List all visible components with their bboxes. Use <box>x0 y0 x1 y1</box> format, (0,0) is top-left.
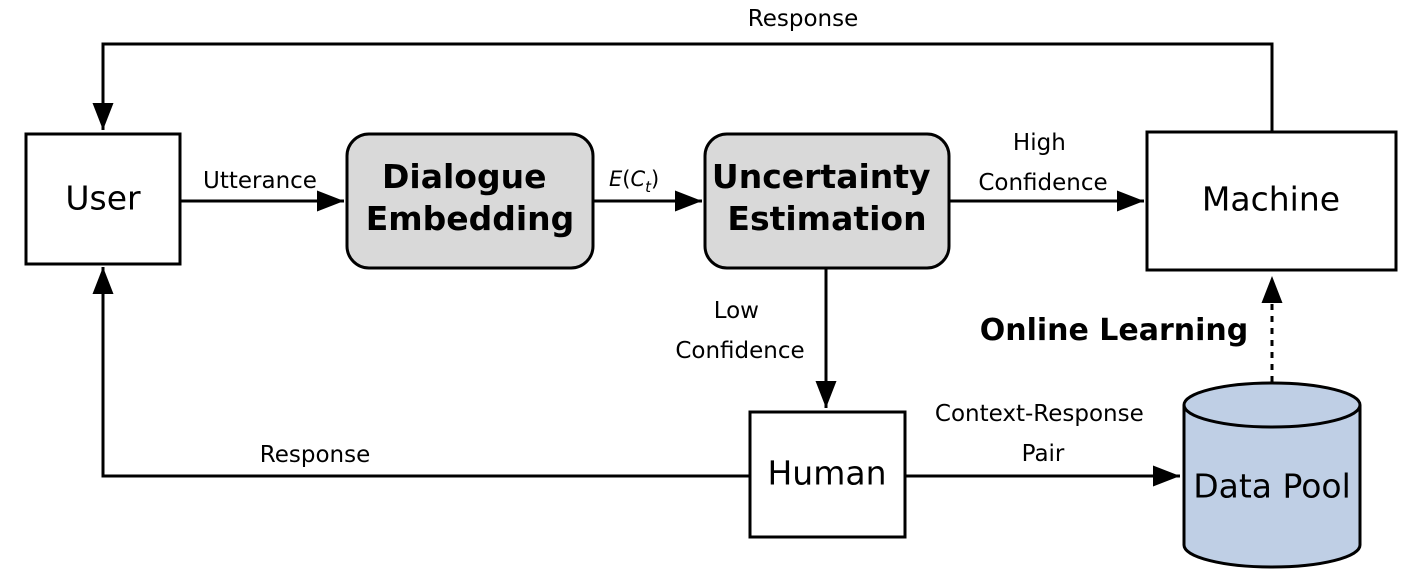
uncertainty-estimation-label: Uncertainty Estimation <box>712 157 942 238</box>
dialogue-embedding-box <box>345 132 595 270</box>
dialogue-embedding-label: Dialogue Embedding <box>366 157 575 238</box>
response-top-label: Response <box>748 6 858 32</box>
response-top-arrow <box>92 42 1274 132</box>
data-pool-label: Data Pool <box>1193 467 1351 506</box>
uncertainty-estimation-box <box>703 132 951 270</box>
low-confidence-label: Low Confidence <box>675 298 804 364</box>
context-response-label: Context-Response Pair <box>935 401 1151 467</box>
response-bottom-arrow <box>92 267 750 478</box>
utterance-label: Utterance <box>203 168 317 194</box>
human-label: Human <box>767 454 886 493</box>
user-label: User <box>65 179 141 218</box>
data-pool-cylinder <box>1182 381 1362 569</box>
high-confidence-label: High Confidence <box>978 130 1107 196</box>
machine-box <box>1145 130 1398 272</box>
online-learning-label: Online Learning <box>980 313 1249 348</box>
human-box <box>748 410 907 539</box>
response-bottom-label: Response <box>260 442 370 468</box>
user-box <box>24 132 182 266</box>
embedding-output-label: E(Ct) <box>609 167 659 196</box>
machine-label: Machine <box>1202 180 1340 219</box>
